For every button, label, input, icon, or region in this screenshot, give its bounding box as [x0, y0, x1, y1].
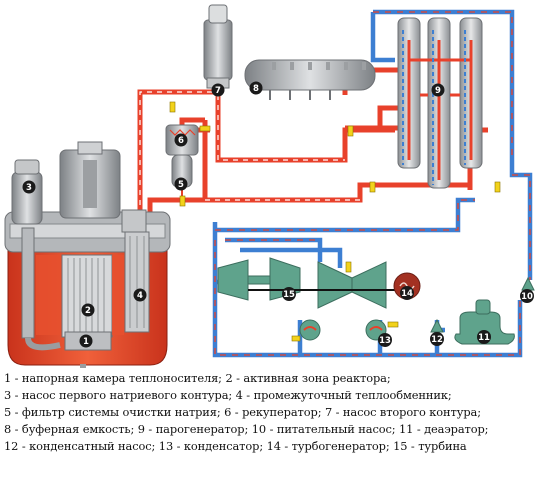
svg-text:8: 8: [253, 84, 259, 94]
svg-text:6: 6: [178, 136, 184, 146]
valves: [169, 101, 501, 342]
svg-text:11: 11: [478, 333, 490, 343]
marker-5: 5: [174, 177, 188, 191]
marker-9: 9: [431, 83, 445, 97]
svg-text:10: 10: [521, 292, 533, 302]
marker-15: 15: [282, 287, 296, 301]
legend-line-3: 5 - фильтр системы очистки натрия; 6 - р…: [4, 405, 481, 419]
marker-1: 1: [79, 334, 93, 348]
marker-8: 8: [249, 81, 263, 95]
svg-text:9: 9: [435, 86, 441, 96]
legend-line-4: 8 - буферная емкость; 9 - парогенератор;…: [4, 422, 489, 436]
component-markers: 1 2 3 4 5 6 7 8 9 10 11 12 13 14 15: [22, 81, 534, 348]
marker-6: 6: [174, 133, 188, 147]
svg-text:15: 15: [283, 290, 295, 300]
marker-10: 10: [520, 289, 534, 303]
svg-text:3: 3: [26, 183, 32, 193]
marker-3: 3: [22, 180, 36, 194]
legend-line-5: 12 - конденсатный насос; 13 - конденсато…: [4, 439, 467, 453]
svg-text:7: 7: [215, 86, 221, 96]
marker-4: 4: [133, 288, 147, 302]
secondary-pump-7: [203, 4, 233, 89]
secondary-loop-flow-dashes: [139, 91, 360, 205]
marker-13: 13: [378, 333, 392, 347]
reactor-plant-diagram: 1 2 3 4 5 6 7 8 9 10 11 12 13 14 15: [4, 4, 535, 368]
marker-7: 7: [211, 83, 225, 97]
reactor-assembly: [4, 141, 171, 368]
condensate-pump-12: [430, 318, 444, 333]
buffer-tank-8: [244, 59, 376, 100]
svg-text:4: 4: [137, 291, 143, 301]
svg-text:2: 2: [85, 306, 91, 316]
marker-11: 11: [477, 330, 491, 344]
svg-text:12: 12: [431, 335, 443, 345]
condenser-13: [299, 319, 387, 341]
legend: 1 - напорная камера теплоносителя; 2 - а…: [4, 370, 540, 478]
marker-12: 12: [430, 332, 444, 346]
water-loop-flow-dashes: [214, 11, 531, 356]
deaerator-11: [454, 299, 515, 345]
legend-line-2: 3 - насос первого натриевого контура; 4 …: [4, 388, 452, 402]
svg-text:14: 14: [401, 289, 413, 299]
marker-14: 14: [400, 286, 414, 300]
svg-text:1: 1: [83, 337, 89, 347]
marker-2: 2: [81, 303, 95, 317]
steam-generator-9: [397, 17, 483, 189]
legend-line-1: 1 - напорная камера теплоносителя; 2 - а…: [4, 371, 391, 385]
turbine-15: [217, 257, 402, 309]
svg-text:5: 5: [178, 180, 184, 190]
svg-text:13: 13: [379, 336, 391, 346]
